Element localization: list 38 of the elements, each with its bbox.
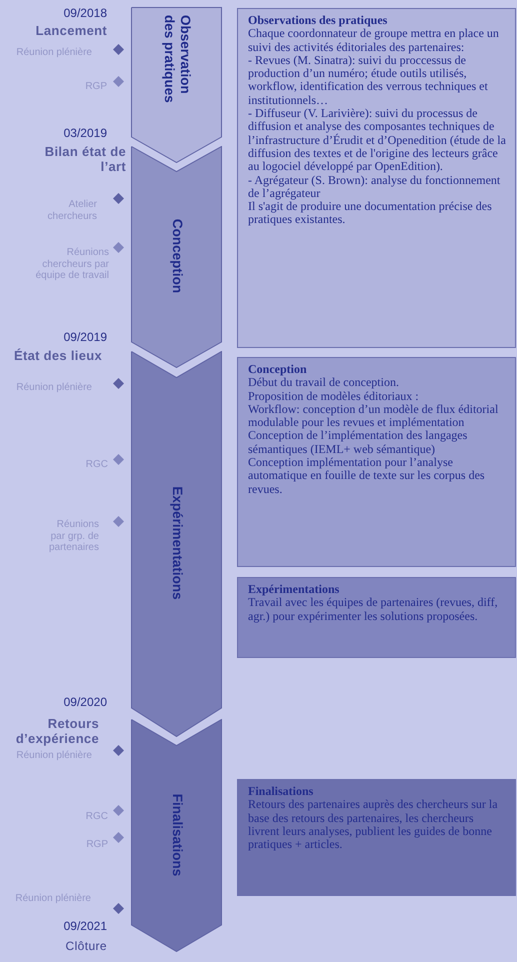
milestone-label: Bilan état de l’art (44, 144, 126, 174)
phase-label: Expérimentations (168, 486, 184, 600)
phase-band (131, 719, 222, 952)
panel-text: - Agrégateur (S. Brown): analyse du fonctionnement de l’agrégateur (248, 174, 502, 200)
panel-text: Conception de l’implémentation des langages sémantiques (IEML+ web sémantique) (248, 429, 468, 456)
panel-text: Début du travail de conception. (248, 376, 400, 390)
date-label: 03/2019 (64, 126, 107, 140)
panel-text: - Diffuseur (V. Larivière): suivi du processus de diffusion et analyse des composantes techniques de l’infrastructure d’Érudit et d’Openedition (étude de la diffusion des textes et de l'origine des lecteurs grâce au logociel développé par OpenEdition). (248, 107, 507, 174)
panel-heading: Observations des pratiques (248, 14, 388, 28)
description-panel (237, 577, 516, 658)
phase-band (131, 351, 222, 737)
phase-label: Finalisations (168, 794, 184, 876)
phase-label: Observation des pratiques (160, 15, 192, 105)
panel-text: Retours des partenaires auprès des chercheurs sur la base des retours des partenaires, les chercheurs livrent leurs analyses, publient les guides de bonne pratiques + articles. (248, 798, 499, 852)
date-label: 09/2021 (64, 919, 107, 933)
date-label: 09/2020 (64, 695, 107, 709)
date-label: 09/2018 (64, 6, 107, 20)
panel-text: Chaque coordonnateur de groupe mettra en place un suivi des activités éditoriales des partenaires: (248, 27, 500, 54)
phase-label: Conception (168, 218, 184, 294)
panel-heading: Conception (248, 363, 308, 376)
description-panel (237, 357, 516, 567)
panel-heading: Finalisations (248, 785, 314, 798)
panel-text: Il s'agit de produire une documentation précise des pratiques existantes. (248, 200, 493, 227)
panel-text: - Revues (M. Sinatra): suivi du proccessus de production d’un numéro; étude outils utilisés, workflow, identification des verrous techniques et institutionnels… (248, 54, 489, 108)
panel-text: Workflow: conception d’un modèle de flux éditorial modulable pour les revues et implémentation (248, 402, 500, 430)
milestone-label: État des lieux (14, 348, 102, 363)
panel-heading: Expérimentations (248, 583, 340, 596)
description-panel (237, 8, 516, 348)
panel-text: Travail avec les équipes de partenaires (revues, diff, agr.) pour expérimenter les solutions proposées. (248, 596, 499, 623)
date-label: 09/2019 (64, 330, 107, 344)
milestone-label: Clôture (66, 939, 107, 953)
phase-band (131, 7, 222, 163)
panel-text: Proposition de modèles éditoriaux : (248, 390, 420, 403)
milestone-label: Lancement (36, 23, 107, 38)
phase-band (131, 146, 222, 368)
milestone-label: Retours d’expérience (14, 716, 99, 746)
description-panel (237, 779, 516, 896)
panel-text: Conception implémentation pour l’analyse automatique en fouille de texte sur les corpus des revues. (248, 456, 486, 496)
